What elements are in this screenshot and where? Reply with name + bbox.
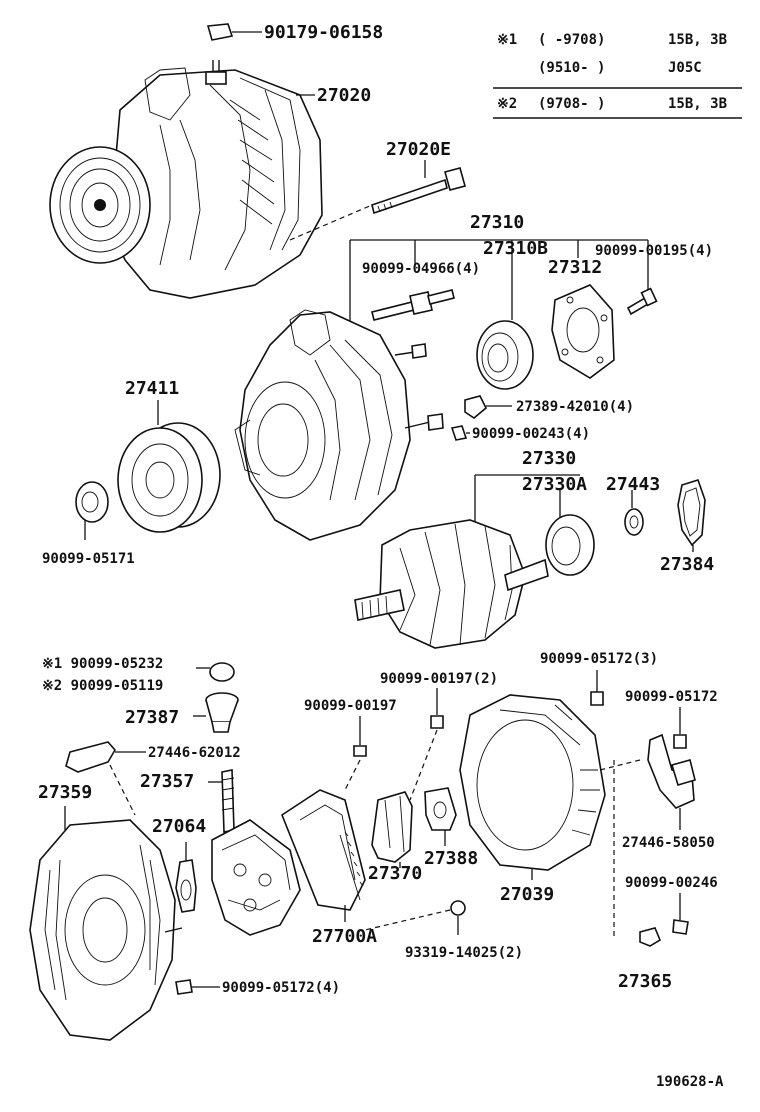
label-27039: 27039 (500, 884, 554, 905)
screw-90099-00243-drawing (450, 425, 470, 441)
label-90099-00246: 90099-00246 (625, 875, 718, 891)
label-27389-42010: 27389-42010(4) (516, 399, 634, 415)
nut-90179-06158-drawing (206, 23, 262, 41)
rotor-27330-drawing (354, 519, 549, 649)
table-row-1-mark: ※1 (497, 32, 517, 48)
label-90099-05172-4: 90099-05172(4) (222, 980, 340, 996)
nut-90099-05172-4-drawing (175, 979, 220, 995)
label-90099-00197-2: 90099-00197(2) (380, 671, 498, 687)
cap-27365-drawing (613, 760, 662, 947)
table-row-3-range: (9708- ) (538, 96, 605, 112)
cover-27388-drawing (424, 787, 457, 846)
label-90099-05119: ※2 90099-05119 (42, 678, 163, 694)
drive-end-frame-27310-drawing (234, 309, 444, 541)
screw-90099-00195-drawing (626, 287, 658, 316)
bearing-27330A-drawing (545, 514, 595, 576)
nut-90099-05172-drawing (673, 707, 687, 749)
label-90099-05232: ※1 90099-05232 (42, 656, 163, 672)
label-90099-04966: 90099-04966(4) (362, 261, 480, 277)
brush-holder-27370-drawing (371, 791, 413, 868)
label-90099-00243: 90099-00243(4) (472, 426, 590, 442)
gasket-27064-drawing (175, 842, 197, 913)
label-27020E: 27020E (386, 139, 451, 160)
rear-frame-27359-drawing (29, 819, 183, 1041)
alternator-assembly-drawing (49, 60, 373, 299)
regulator-27700A-drawing (281, 789, 366, 922)
bearing-27310B-drawing (476, 320, 534, 390)
table-row-1-range: ( -9708) (538, 32, 605, 48)
label-27384: 27384 (660, 554, 714, 575)
nut-90099-05232-drawing (196, 662, 235, 682)
group-27310-bracket (349, 239, 649, 340)
label-27411: 27411 (125, 378, 179, 399)
label-90099-00197: 90099-00197 (304, 698, 397, 714)
label-90099-05171: 90099-05171 (42, 551, 135, 567)
table-row-3-models: 15B, 3B (668, 96, 727, 112)
screw-90099-00197-drawing (344, 716, 367, 791)
through-bolt-27020E-drawing (371, 160, 466, 215)
washer-27443-drawing (624, 508, 644, 536)
pulley-27411-drawing (117, 400, 221, 533)
label-93319-14025: 93319-14025(2) (405, 945, 523, 961)
label-27310: 27310 (470, 212, 524, 233)
label-27370: 27370 (368, 863, 422, 884)
label-27330: 27330 (522, 448, 576, 469)
rectifier-27357-drawing (211, 769, 301, 936)
label-27310B: 27310B (483, 238, 548, 259)
label-90099-05172: 90099-05172 (625, 689, 718, 705)
label-27312: 27312 (548, 257, 602, 278)
table-row-2-range: (9510- ) (538, 60, 605, 76)
label-90099-05172-3: 90099-05172(3) (540, 651, 658, 667)
label-27357: 27357 (140, 771, 194, 792)
label-27064: 27064 (152, 816, 206, 837)
label-27446-62012: 27446-62012 (148, 745, 241, 761)
table-row-3-mark: ※2 (497, 96, 517, 112)
label-27020: 27020 (317, 85, 371, 106)
nut-90099-05172-3-drawing (590, 670, 604, 706)
terminal-27446-58050-drawing (599, 733, 696, 830)
bolt-93319-14025-drawing (364, 900, 466, 935)
terminal-27446-62012-drawing (65, 741, 146, 816)
screw-90099-00197-2-drawing (409, 688, 444, 801)
label-27387: 27387 (125, 707, 179, 728)
stud-bolt-90099-04966-drawing (371, 289, 455, 321)
label-90179-06158: 90179-06158 (264, 22, 383, 43)
label-27388: 27388 (424, 848, 478, 869)
table-row-2-models: J05C (668, 60, 702, 76)
label-27330A: 27330A (522, 474, 587, 495)
insulator-27387-drawing (193, 692, 239, 733)
label-90099-00195: 90099-00195(4) (595, 243, 713, 259)
screw-90099-00246-drawing (672, 893, 689, 935)
applicability-table: ※1 ( -9708) 15B, 3B (9510- ) J05C ※2 (97… (493, 32, 742, 119)
cover-27384-drawing (677, 479, 706, 552)
diagram-id: 190628-A (656, 1074, 724, 1090)
clip-27389-42010-drawing (464, 395, 512, 419)
table-row-1-models: 15B, 3B (668, 32, 727, 48)
rear-cover-27039-drawing (459, 694, 606, 880)
retainer-plate-27312-drawing (551, 284, 615, 379)
label-27359: 27359 (38, 782, 92, 803)
nut-90099-05171-drawing (75, 481, 109, 540)
label-27365: 27365 (618, 971, 672, 992)
label-27700A: 27700A (312, 926, 377, 947)
label-27446-58050: 27446-58050 (622, 835, 715, 851)
label-27443: 27443 (606, 474, 660, 495)
